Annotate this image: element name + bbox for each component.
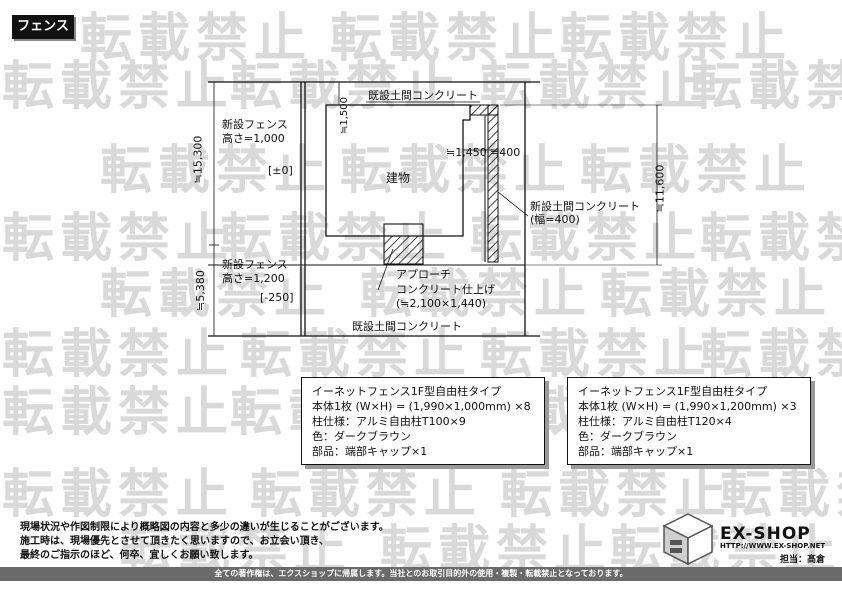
label-top-concrete: 既設土間コンクリート: [368, 89, 478, 102]
dim-mid-a-value: ≒1,450: [446, 146, 487, 159]
note-line-3: 最終のご指示のほど、何卒、宜しくお願い致します。: [20, 550, 259, 561]
note-line-1: 現場状況や作図制限により概略図の内容と多少の違いが生じることがございます。: [20, 522, 389, 533]
dim-left-upper: ≒15,300: [191, 135, 205, 184]
disclaimer-notes: 現場状況や作図制限により概略図の内容と多少の違いが生じることがございます。 施工…: [20, 521, 389, 563]
approach-hatch: [383, 235, 424, 265]
spec-1-name: イーネットフェンス1F型自由柱タイプ: [312, 385, 502, 398]
new-concrete-strip: [487, 104, 499, 263]
spec-1-parts: 部品：端部キャップ×1: [312, 445, 428, 458]
label-fence-lower-2: 高さ=1,200: [222, 272, 285, 285]
leader-approach: [377, 248, 394, 291]
note-line-2: 施工時は、現場優先とさせて頂きたく思いますので、お立会い頂き、: [20, 536, 329, 547]
logo-url: HTTP://WWW.EX-SHOP.NET: [720, 542, 826, 550]
dim-left-lower: ≒5,380: [193, 270, 207, 311]
label-bottom-concrete: 既設土間コンクリート: [352, 320, 462, 333]
sheet-title: フェンス: [12, 15, 74, 39]
leader-new-concrete: [497, 191, 529, 217]
spec-1-body: 本体1枚 (W×H) = (1,990×1,000mm) ×8: [312, 400, 531, 413]
dim-right-value: ≒11,600: [653, 164, 667, 213]
spec-1-post: 柱仕様：アルミ自由柱T100×9: [312, 415, 466, 428]
staff-name: 担当：髙倉: [780, 555, 826, 565]
spec-2-color: 色：ダークブラウン: [578, 430, 677, 443]
dim-mid-b-value: ≒400: [490, 146, 521, 159]
exshop-logo: EX-SHOP HTTP://WWW.EX-SHOP.NET 担当：髙倉: [662, 512, 832, 568]
label-new-concrete-1: 新設土間コンクリート: [530, 200, 640, 213]
label-level-lower: [-250]: [260, 291, 294, 304]
label-fence-lower-1: 新設フェンス: [222, 258, 288, 271]
label-building: 建物: [386, 171, 411, 185]
cube-logo-icon: [662, 513, 714, 566]
copyright-footer: 全ての著作権は、エクスショップに帰属します。当社とのお取引目的外の使用・複製・転…: [0, 567, 842, 581]
label-approach-2: コンクリート仕上げ: [396, 283, 495, 296]
label-approach-1: アプローチ: [396, 268, 451, 281]
spec-box-1: イーネットフェンス1F型自由柱タイプ 本体1枚 (W×H) = (1,990×1…: [301, 377, 545, 465]
spec-2-parts: 部品：端部キャップ×1: [578, 445, 694, 458]
label-new-concrete-2: (幅=400): [530, 213, 580, 226]
dim-top-small-value: ≒1,500: [339, 96, 351, 135]
label-fence-upper-1: 新設フェンス: [222, 118, 288, 131]
label-level-upper: [±0]: [268, 164, 293, 177]
spec-1-color: 色：ダークブラウン: [312, 430, 411, 443]
new-concrete-strip-top: [469, 104, 499, 116]
spec-2-body: 本体1枚 (W×H) = (1,990×1,200mm) ×3: [578, 400, 797, 413]
label-approach-3: (≒2,100×1,440): [396, 297, 487, 310]
spec-2-name: イーネットフェンス1F型自由柱タイプ: [578, 385, 768, 398]
spec-box-2: イーネットフェンス1F型自由柱タイプ 本体1枚 (W×H) = (1,990×1…: [567, 377, 811, 465]
logo-brand: EX-SHOP: [720, 524, 811, 544]
label-fence-upper-2: 高さ=1,000: [222, 132, 285, 145]
spec-2-post: 柱仕様：アルミ自由柱T120×4: [578, 415, 732, 428]
